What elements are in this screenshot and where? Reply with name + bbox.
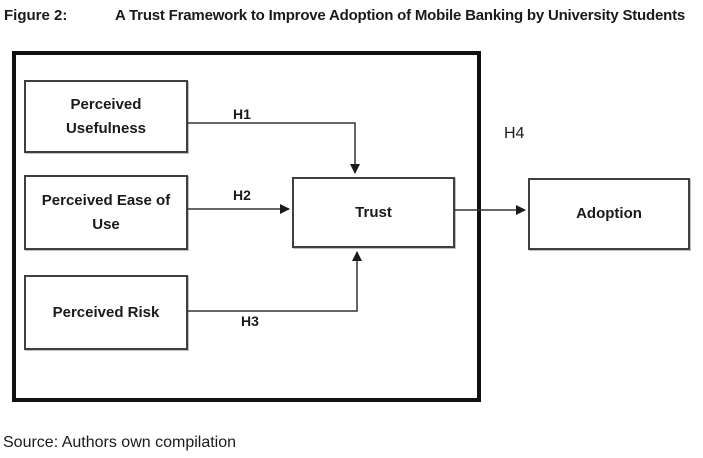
source-note: Source: Authors own compilation — [3, 434, 237, 451]
node-perceived-risk: Perceived Risk — [24, 275, 188, 350]
edge-label-h3: H3 — [241, 313, 259, 329]
figure-number-label: Figure 2: — [4, 7, 68, 24]
node-label-line: Perceived — [70, 96, 142, 114]
figure-title: A Trust Framework to Improve Adoption of… — [115, 7, 686, 24]
node-adoption: Adoption — [528, 178, 690, 250]
node-label-line: Perceived Ease of — [41, 192, 171, 210]
node-label-line: Trust — [355, 203, 392, 221]
node-label-line: Adoption — [576, 205, 642, 223]
node-label-line: Usefulness — [65, 119, 147, 137]
node-label-line: Perceived Risk — [52, 303, 160, 321]
edge-label-h1: H1 — [233, 106, 251, 122]
node-label-line: Use — [92, 215, 120, 233]
diagram-frame — [12, 51, 481, 402]
node-perceived-ease-of-use: Perceived Ease of Use — [24, 175, 188, 250]
edge-label-h2: H2 — [233, 187, 251, 203]
edge-label-h4: H4 — [504, 125, 525, 142]
node-perceived-usefulness: Perceived Usefulness — [24, 80, 188, 153]
node-trust: Trust — [292, 177, 455, 248]
